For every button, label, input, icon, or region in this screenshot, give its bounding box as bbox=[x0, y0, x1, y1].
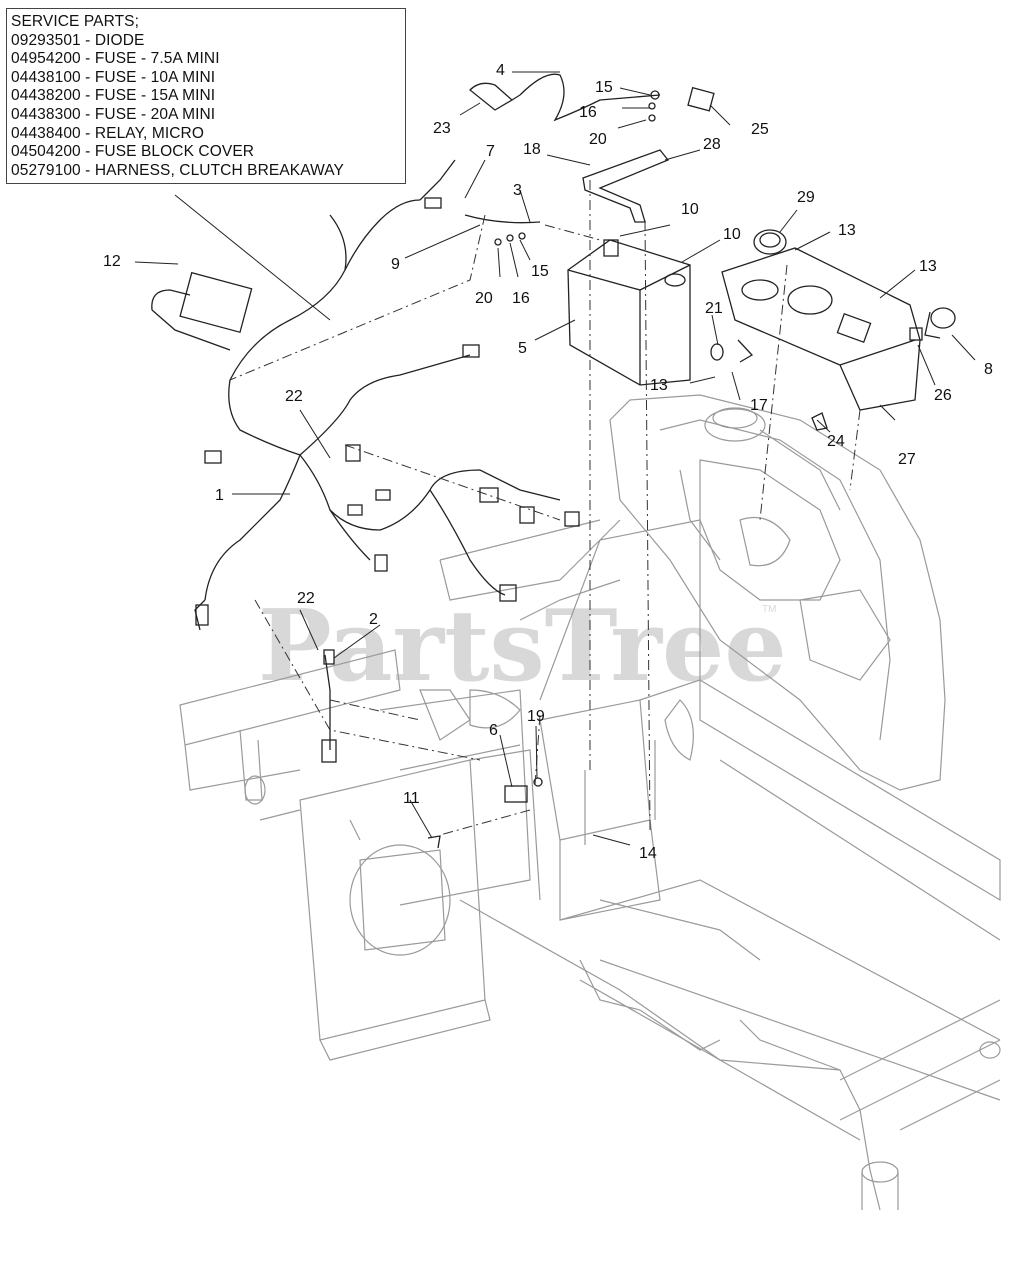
service-part-item: 09293501 - DIODE bbox=[11, 31, 145, 49]
service-part-item: 04438400 - RELAY, MICRO bbox=[11, 124, 204, 142]
usb-charger bbox=[753, 229, 787, 255]
watermark-trademark: TM bbox=[762, 604, 776, 615]
callout-22: 22 bbox=[297, 590, 315, 607]
assembly-lines bbox=[229, 180, 861, 836]
callout-16: 16 bbox=[579, 104, 597, 121]
callout-8: 8 bbox=[984, 361, 993, 378]
parts-group bbox=[151, 73, 956, 849]
callout-20: 20 bbox=[589, 131, 607, 148]
callout-25: 25 bbox=[751, 121, 769, 138]
callout-6: 6 bbox=[489, 722, 498, 739]
callout-17: 17 bbox=[750, 397, 768, 414]
callout-20: 20 bbox=[475, 290, 493, 307]
service-part-item: 04438200 - FUSE - 15A MINI bbox=[11, 87, 216, 105]
callout-28: 28 bbox=[703, 136, 721, 153]
callout-10: 10 bbox=[723, 226, 741, 243]
callout-15: 15 bbox=[595, 79, 613, 96]
callout-10: 10 bbox=[681, 201, 699, 218]
service-part-item: 04438100 - FUSE - 10A MINI bbox=[11, 68, 216, 86]
chassis-frame bbox=[179, 394, 1001, 1211]
service-part-item: 04504200 - FUSE BLOCK COVER bbox=[11, 143, 255, 161]
callout-labels: 1 2 3 4 5 6 7 8 9 10 10 11 12 13 13 13 1… bbox=[103, 62, 993, 862]
callout-26: 26 bbox=[934, 387, 952, 404]
parts-tree-watermark: PartsTree bbox=[258, 589, 787, 704]
service-part-item: 05279100 - HARNESS, CLUTCH BREAKAWAY bbox=[11, 161, 344, 179]
callout-22: 22 bbox=[285, 388, 303, 405]
service-parts-title: SERVICE PARTS; bbox=[11, 13, 140, 30]
battery-hold-down bbox=[582, 149, 670, 223]
wiring-harness bbox=[228, 214, 561, 531]
battery-cable bbox=[519, 73, 661, 122]
callout-4: 4 bbox=[496, 62, 505, 79]
callout-19: 19 bbox=[527, 708, 545, 725]
callout-14: 14 bbox=[639, 845, 657, 862]
callout-7: 7 bbox=[486, 143, 495, 160]
service-part-item: 04438300 - FUSE - 20A MINI bbox=[11, 105, 216, 123]
clutch-harness bbox=[324, 654, 331, 750]
callout-13: 13 bbox=[650, 377, 668, 394]
callout-18: 18 bbox=[523, 141, 541, 158]
callout-3: 3 bbox=[513, 182, 522, 199]
callout-27: 27 bbox=[898, 451, 916, 468]
callout-21: 21 bbox=[705, 300, 723, 317]
service-part-item: 04954200 - FUSE - 7.5A MINI bbox=[11, 50, 220, 68]
leader-lines bbox=[134, 71, 976, 846]
callout-1: 1 bbox=[215, 487, 224, 504]
ground-cable bbox=[464, 214, 541, 224]
callout-9: 9 bbox=[391, 256, 400, 273]
callout-24: 24 bbox=[827, 433, 845, 450]
console-panel bbox=[721, 247, 921, 411]
callout-29: 29 bbox=[797, 189, 815, 206]
callout-13: 13 bbox=[838, 222, 856, 239]
callout-16: 16 bbox=[512, 290, 530, 307]
callout-11: 11 bbox=[403, 790, 420, 807]
service-parts-box: SERVICE PARTS; 09293501 - DIODE 04954200… bbox=[6, 8, 406, 184]
callout-13: 13 bbox=[919, 258, 937, 275]
callout-23: 23 bbox=[433, 120, 451, 137]
callout-15: 15 bbox=[531, 263, 549, 280]
callout-12: 12 bbox=[103, 253, 121, 270]
relay bbox=[504, 785, 528, 803]
callout-2: 2 bbox=[369, 611, 378, 628]
callout-5: 5 bbox=[518, 340, 527, 357]
battery bbox=[567, 239, 691, 386]
